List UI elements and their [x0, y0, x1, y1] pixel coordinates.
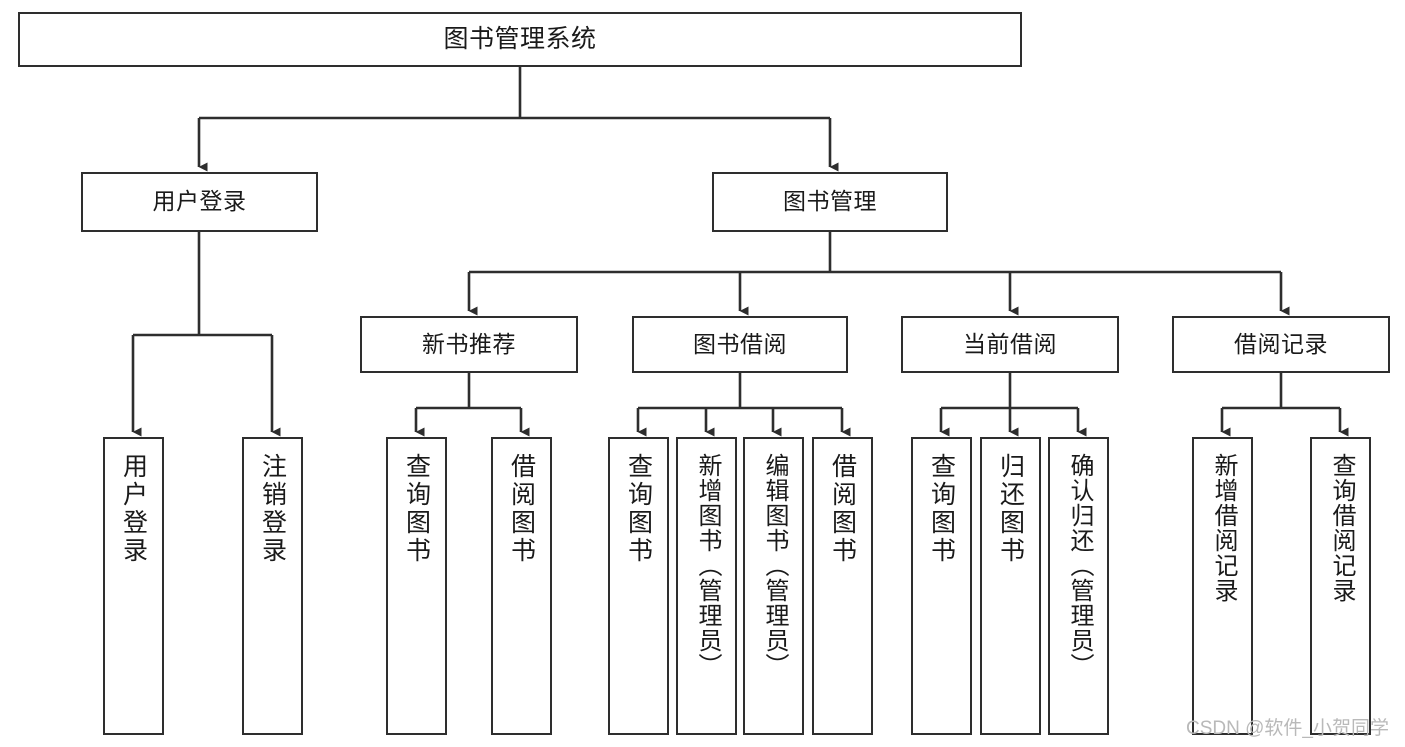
- node-current-borrow[interactable]: 当前借阅: [901, 316, 1119, 373]
- node-user-login[interactable]: 用户登录: [81, 172, 318, 232]
- leaf-user-login-login[interactable]: 用户登录: [103, 437, 164, 735]
- node-label: 新增图书（管理员）: [693, 453, 721, 678]
- node-label: 查询图书: [402, 453, 431, 565]
- leaf-current-query-book[interactable]: 查询图书: [911, 437, 972, 735]
- node-label: 图书借阅: [693, 330, 787, 357]
- watermark: CSDN @软件_小贺同学: [1186, 718, 1389, 739]
- node-label: 编辑图书（管理员）: [760, 453, 788, 678]
- node-label: 新增借阅记录: [1209, 453, 1237, 603]
- leaf-borrow-add-book-admin[interactable]: 新增图书（管理员）: [676, 437, 737, 735]
- node-label: 查询借阅记录: [1327, 453, 1355, 603]
- node-label: 借阅图书: [828, 453, 857, 565]
- node-label: 当前借阅: [963, 330, 1057, 357]
- leaf-user-login-logout[interactable]: 注销登录: [242, 437, 303, 735]
- leaf-borrow-edit-book-admin[interactable]: 编辑图书（管理员）: [743, 437, 804, 735]
- node-label: 注销登录: [258, 453, 287, 565]
- leaf-current-confirm-return-admin[interactable]: 确认归还（管理员）: [1048, 437, 1109, 735]
- node-borrow-record[interactable]: 借阅记录: [1172, 316, 1390, 373]
- node-label: 查询图书: [624, 453, 653, 565]
- leaf-borrow-borrow-book[interactable]: 借阅图书: [812, 437, 873, 735]
- leaf-current-return-book[interactable]: 归还图书: [980, 437, 1041, 735]
- node-label: 用户登录: [152, 188, 247, 215]
- leaf-record-query-record[interactable]: 查询借阅记录: [1310, 437, 1371, 735]
- node-label: 查询图书: [927, 453, 956, 565]
- node-label: 新书推荐: [422, 330, 516, 357]
- leaf-borrow-query-book[interactable]: 查询图书: [608, 437, 669, 735]
- node-book-management[interactable]: 图书管理: [712, 172, 948, 232]
- node-label: 用户登录: [119, 453, 148, 565]
- node-label: 图书管理: [783, 188, 877, 215]
- leaf-recommend-borrow-book[interactable]: 借阅图书: [491, 437, 552, 735]
- node-label: 借阅图书: [507, 453, 536, 565]
- node-label: 借阅记录: [1234, 330, 1328, 357]
- leaf-record-add-record[interactable]: 新增借阅记录: [1192, 437, 1253, 735]
- node-book-borrow[interactable]: 图书借阅: [632, 316, 848, 373]
- node-label: 归还图书: [996, 453, 1025, 565]
- node-label: 图书管理系统: [443, 24, 597, 53]
- node-root-system[interactable]: 图书管理系统: [18, 12, 1022, 67]
- node-label: 确认归还（管理员）: [1065, 453, 1093, 678]
- node-new-book-recommend[interactable]: 新书推荐: [360, 316, 578, 373]
- leaf-recommend-query-book[interactable]: 查询图书: [386, 437, 447, 735]
